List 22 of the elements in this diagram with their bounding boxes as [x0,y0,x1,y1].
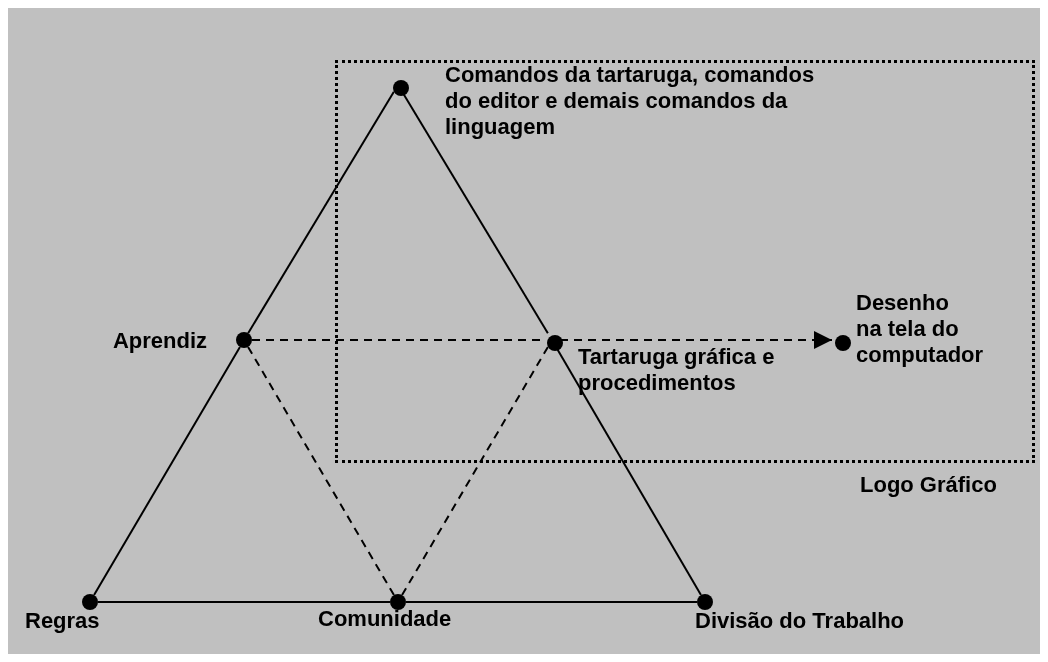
arrow [559,331,833,349]
vertex-dot [393,80,409,96]
vertex-dot [82,594,98,610]
connector-line [93,345,241,597]
connector-line [405,601,698,603]
vertex-dot [547,335,563,351]
vertex-dot [390,594,406,610]
connector-line [247,345,395,597]
connector-line [401,345,549,597]
connector-line [247,90,395,335]
vertex-label: Comandos da tartaruga, comandos do editor e demais comandos da linguagem [445,62,816,140]
dotted-frame [335,60,1035,463]
connector-line [97,601,391,603]
vertex-label: Aprendiz [111,328,207,354]
vertex-dot [835,335,851,351]
vertex-dot [236,332,252,348]
vertex-label: Tartaruga gráfica e procedimentos [578,344,776,396]
vertex-label: Divisão do Trabalho [695,608,906,634]
vertex-label: Regras [25,608,101,634]
vertex-label: Comunidade [318,606,453,632]
frame-title: Logo Gráfico [860,472,998,498]
vertex-dot [697,594,713,610]
